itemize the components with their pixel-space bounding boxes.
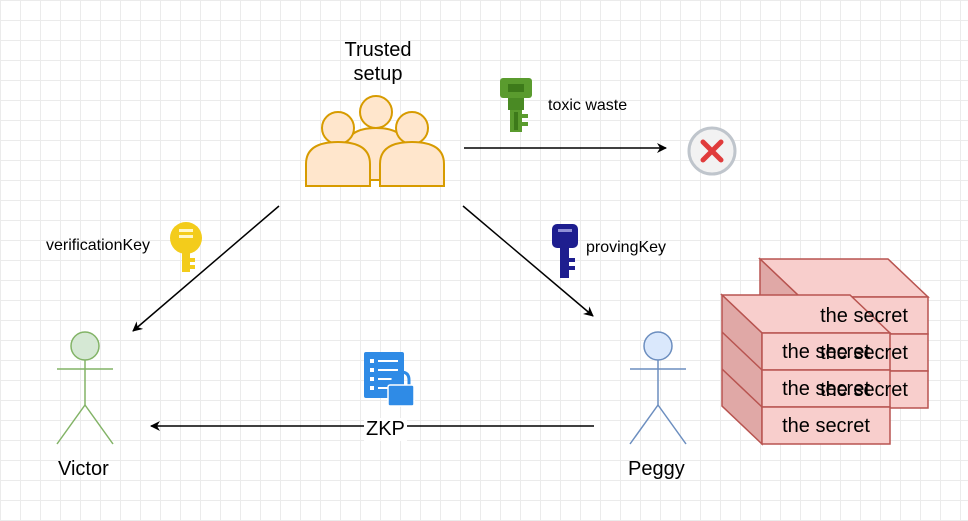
trusted-setup-label-line1: Trusted <box>344 39 412 61</box>
victor-label: Victor <box>58 458 109 480</box>
toxic-waste-label: toxic waste <box>548 97 628 114</box>
secret-stack-front[interactable] <box>720 293 892 446</box>
secret-label-back-3: the secret <box>820 379 908 401</box>
verification-key-icon <box>170 222 202 272</box>
victor-actor-icon[interactable] <box>56 331 114 445</box>
verification-key-label: verificationKey <box>46 237 151 254</box>
secret-label-back-1: the secret <box>820 305 908 327</box>
discard-x-circle-icon <box>687 126 737 176</box>
proving-key-icon <box>552 224 578 278</box>
peggy-label: Peggy <box>628 458 685 480</box>
secret-label-front-2: the secret <box>782 378 870 400</box>
trusted-setup-group-icon[interactable] <box>305 95 445 187</box>
proving-key-label: provingKey <box>586 239 667 256</box>
zkp-label: ZKP <box>364 418 407 441</box>
arrow-setup-to-victor <box>132 205 280 332</box>
trusted-setup-label: Trusted setup <box>318 38 438 86</box>
peggy-actor-icon[interactable] <box>629 331 687 445</box>
secret-label-front-1: the secret <box>782 341 870 363</box>
trusted-setup-label-line2: setup <box>353 63 403 85</box>
toxic-waste-key-icon <box>500 78 532 132</box>
secret-label-front-3: the secret <box>782 415 870 437</box>
arrow-setup-to-peggy <box>462 205 594 317</box>
zkp-document-lock-icon <box>364 352 415 407</box>
secret-label-back-2: the secret <box>820 342 908 364</box>
